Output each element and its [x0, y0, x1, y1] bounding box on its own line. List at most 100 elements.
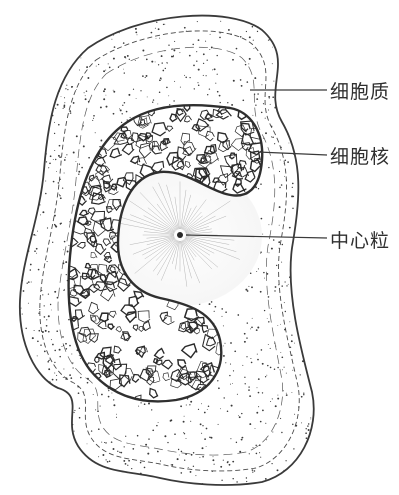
stipple-dot: [95, 132, 96, 133]
stipple-dot: [256, 453, 258, 455]
stipple-dot: [164, 435, 166, 437]
stipple-dot: [131, 468, 132, 469]
stipple-dot: [224, 343, 225, 344]
stipple-dot: [198, 39, 200, 41]
stipple-dot: [105, 442, 107, 444]
stipple-dot: [93, 118, 94, 119]
stipple-dot: [274, 107, 276, 109]
stipple-dot: [281, 262, 282, 263]
stipple-dot: [129, 59, 130, 60]
stipple-dot: [282, 244, 284, 246]
stipple-dot: [261, 349, 263, 351]
stipple-dot: [68, 245, 69, 246]
stipple-dot: [127, 55, 129, 57]
stipple-dot: [245, 383, 246, 384]
stipple-dot: [27, 283, 28, 284]
stipple-dot: [230, 384, 231, 385]
stipple-dot: [242, 99, 244, 101]
stipple-dot: [106, 459, 107, 460]
stipple-dot: [151, 409, 152, 410]
stipple-dot: [138, 406, 139, 407]
stipple-dot: [292, 183, 294, 185]
stipple-dot: [87, 382, 89, 384]
stipple-dot: [113, 113, 115, 115]
stipple-dot: [209, 49, 210, 50]
stipple-dot: [151, 32, 153, 34]
stipple-dot: [122, 105, 123, 106]
stipple-dot: [202, 425, 203, 426]
stipple-dot: [63, 345, 64, 346]
stipple-dot: [189, 55, 191, 57]
stipple-dot: [113, 399, 114, 400]
stipple-dot: [140, 473, 142, 475]
stipple-dot: [158, 422, 159, 423]
stipple-dot: [83, 145, 85, 147]
stipple-dot: [258, 188, 259, 189]
stipple-dot: [265, 376, 266, 377]
stipple-dot: [100, 140, 102, 142]
stipple-dot: [51, 339, 52, 340]
stipple-dot: [294, 343, 295, 344]
stipple-dot: [184, 75, 185, 76]
stipple-dot: [40, 214, 41, 215]
stipple-dot: [148, 448, 149, 449]
stipple-dot: [49, 381, 51, 383]
stipple-dot: [65, 157, 66, 158]
stipple-dot: [275, 286, 277, 288]
stipple-dot: [264, 310, 265, 311]
stipple-dot: [271, 136, 272, 137]
stipple-dot: [85, 98, 87, 100]
stipple-dot: [308, 423, 309, 424]
stipple-dot: [291, 355, 292, 356]
stipple-dot: [292, 370, 293, 371]
stipple-dot: [262, 410, 264, 412]
stipple-dot: [161, 55, 163, 57]
stipple-dot: [137, 34, 138, 35]
stipple-dot: [272, 47, 273, 48]
stipple-dot: [95, 409, 96, 410]
stipple-dot: [283, 470, 284, 471]
stipple-dot: [205, 41, 206, 42]
stipple-dot: [113, 35, 114, 36]
stipple-dot: [88, 101, 90, 103]
stipple-dot: [211, 46, 213, 48]
stipple-dot: [200, 423, 202, 425]
stipple-dot: [159, 79, 161, 81]
stipple-dot: [111, 39, 112, 40]
stipple-dot: [249, 453, 250, 454]
stipple-dot: [55, 159, 56, 160]
stipple-dot: [166, 62, 167, 63]
stipple-dot: [70, 377, 72, 379]
stipple-dot: [32, 337, 34, 339]
stipple-dot: [73, 102, 75, 104]
stipple-dot: [156, 425, 158, 427]
stipple-dot: [196, 61, 197, 62]
stipple-dot: [241, 439, 243, 441]
stipple-dot: [202, 483, 203, 484]
stipple-dot: [50, 304, 51, 305]
stipple-dot: [45, 181, 46, 182]
stipple-dot: [67, 251, 69, 253]
stipple-dot: [79, 70, 80, 71]
stipple-dot: [245, 289, 247, 291]
stipple-dot: [157, 451, 158, 452]
stipple-dot: [31, 282, 32, 283]
stipple-dot: [22, 314, 23, 315]
stipple-dot: [286, 373, 287, 374]
stipple-dot: [274, 143, 275, 144]
stipple-dot: [248, 63, 249, 64]
stipple-dot: [202, 447, 204, 449]
stipple-dot: [232, 383, 233, 384]
stipple-dot: [269, 98, 270, 99]
stipple-dot: [108, 63, 109, 64]
stipple-dot: [38, 313, 39, 314]
stipple-dot: [230, 34, 232, 36]
stipple-dot: [54, 291, 56, 293]
stipple-dot: [53, 181, 55, 183]
stipple-dot: [36, 248, 38, 250]
stipple-dot: [227, 102, 228, 103]
stipple-dot: [246, 481, 247, 482]
stipple-dot: [52, 115, 54, 117]
stipple-dot: [291, 195, 293, 197]
stipple-dot: [217, 91, 219, 93]
